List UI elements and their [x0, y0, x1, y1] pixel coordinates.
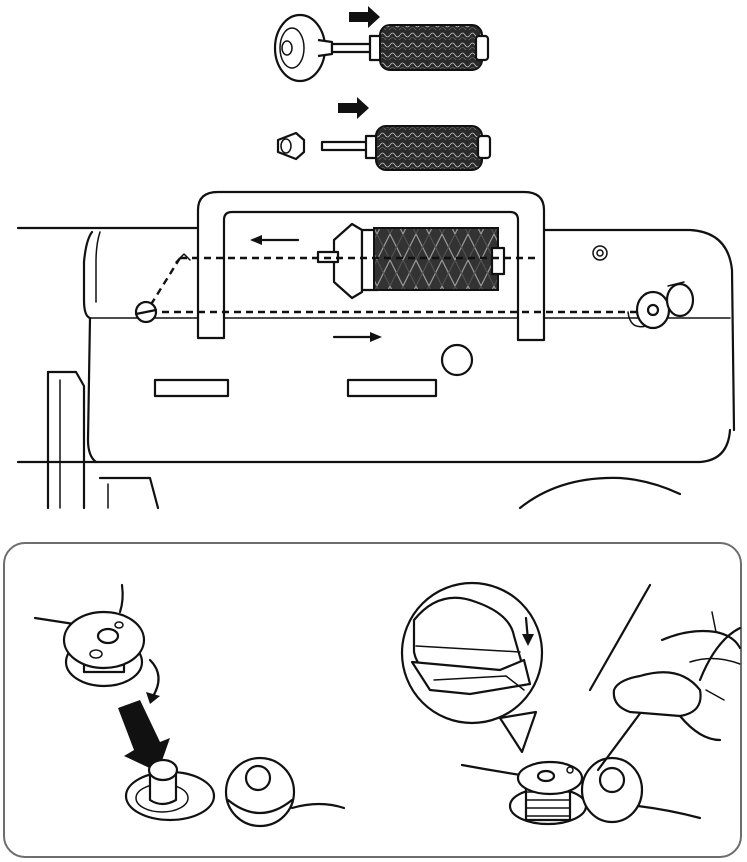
- spool-icon: [318, 224, 504, 298]
- spool-cap-large-step: [275, 6, 488, 81]
- hand-icon: [590, 585, 740, 770]
- spool-cap-icon: [278, 133, 304, 159]
- bobbin-stopper-icon: [582, 758, 642, 822]
- screw: [593, 246, 607, 260]
- spool-icon: [370, 25, 488, 70]
- arrow-icon: [338, 97, 369, 119]
- bobbin-icon: [510, 762, 586, 824]
- spool-cap-small-step: [278, 97, 490, 170]
- arrow-icon: [334, 332, 382, 342]
- arrow-icon: [250, 235, 298, 245]
- bobbin-pin-icon: [126, 760, 214, 820]
- spool-cap-icon: [275, 15, 332, 81]
- rotation-arrow: [150, 660, 159, 698]
- bobbin-stopper-icon: [226, 758, 294, 826]
- thread-guide-icon: [136, 302, 156, 322]
- arrow-icon: [349, 6, 380, 28]
- slot: [155, 380, 228, 396]
- machine-top: [18, 192, 734, 508]
- button: [442, 345, 472, 375]
- spool-icon: [366, 126, 490, 170]
- foot-pedal-callout: [402, 583, 542, 752]
- bobbin-placement-step: [35, 585, 344, 826]
- slot: [348, 380, 436, 396]
- bobbin-winder-icon: [628, 282, 693, 328]
- bobbin-icon: [64, 612, 144, 686]
- bobbin-winding-step: [402, 583, 740, 824]
